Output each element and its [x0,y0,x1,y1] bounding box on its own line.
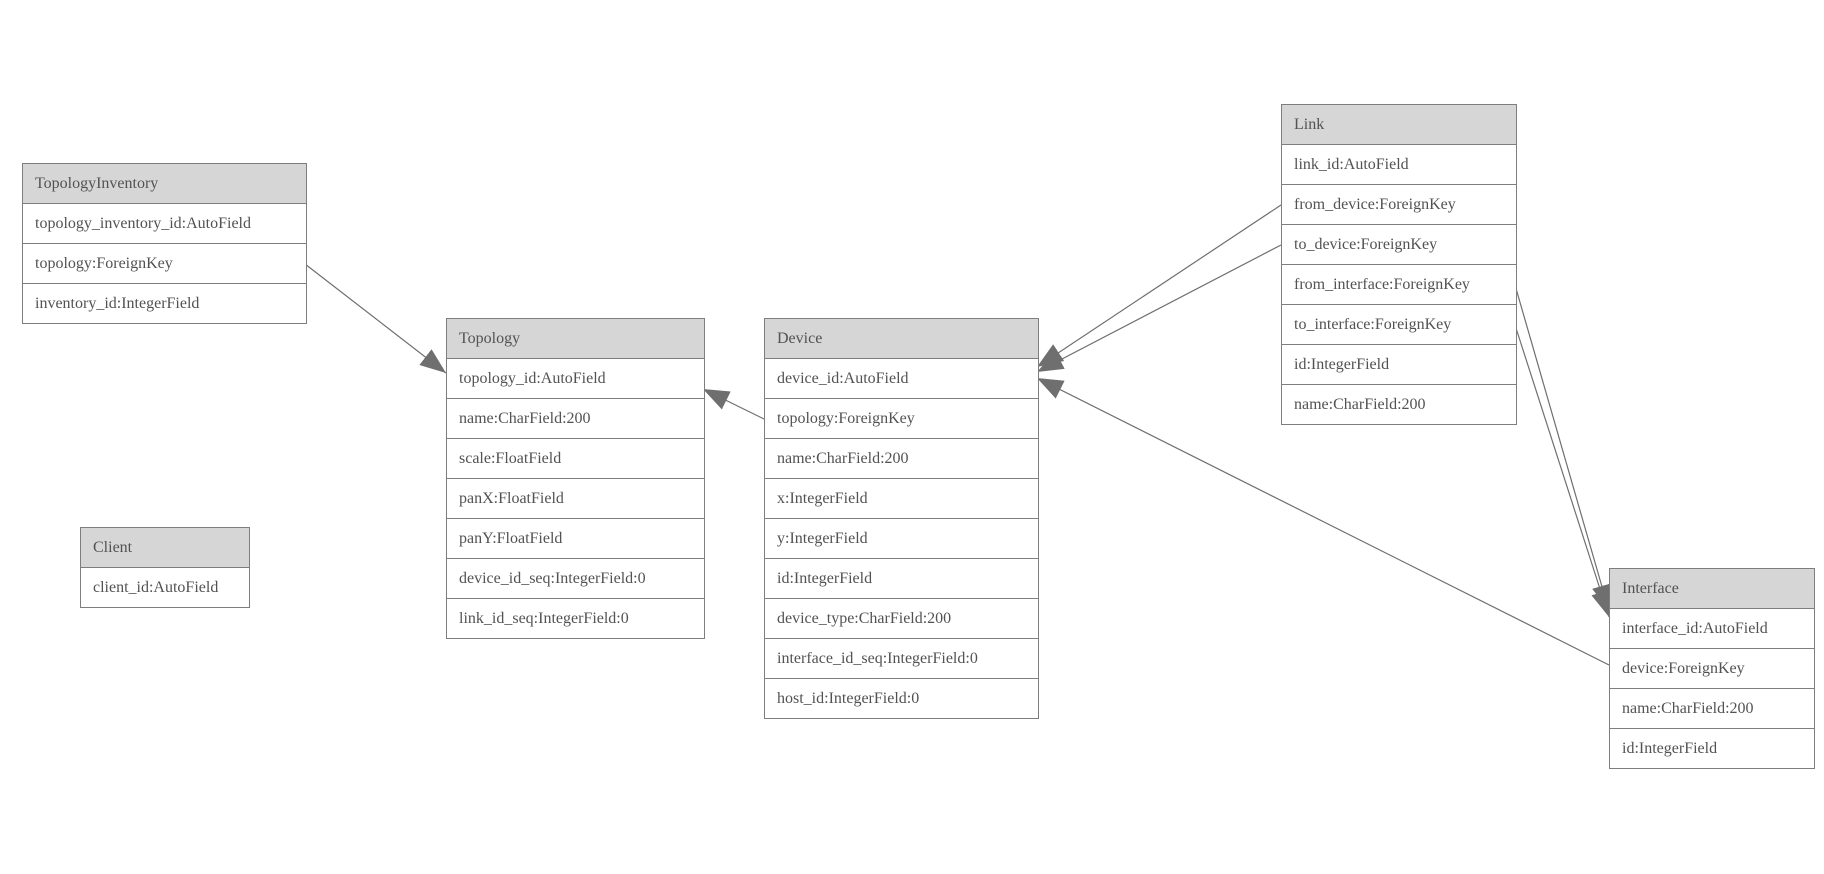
entity-title: Topology [447,319,704,359]
field-row: device_type:CharField:200 [765,599,1038,639]
field-row: name:CharField:200 [765,439,1038,479]
relation-line-interface-device-to-device [1036,377,1610,666]
entity-title: Client [81,528,249,568]
field-row: interface_id:AutoField [1610,609,1814,649]
field-row: scale:FloatField [447,439,704,479]
field-row: client_id:AutoField [81,568,249,607]
field-row: id:IntegerField [1610,729,1814,768]
entity-title: TopologyInventory [23,164,306,204]
relation-line-link-from_device-to-device [1036,204,1282,368]
entity-title: Interface [1610,569,1814,609]
relation-line-topologyinventory-topology-to-topology [304,263,447,374]
relation-line-device-topology-to-topology [702,388,765,420]
entity-topologyinventory: TopologyInventory topology_inventory_id:… [22,163,307,324]
field-row: link_id:AutoField [1282,145,1516,185]
field-row: from_interface:ForeignKey [1282,265,1516,305]
entity-title: Device [765,319,1038,359]
field-row: id:IntegerField [1282,345,1516,385]
field-row: device_id_seq:IntegerField:0 [447,559,704,599]
entity-title: Link [1282,105,1516,145]
field-row: panX:FloatField [447,479,704,519]
field-row: interface_id_seq:IntegerField:0 [765,639,1038,679]
entity-client: Client client_id:AutoField [80,527,250,608]
field-row: topology_inventory_id:AutoField [23,204,306,244]
field-row: to_interface:ForeignKey [1282,305,1516,345]
field-row: topology:ForeignKey [23,244,306,284]
relation-line-link-from_interface-to-interface [1514,284,1612,612]
field-row: name:CharField:200 [1282,385,1516,424]
relation-line-link-to_device-to-device [1036,244,1282,373]
field-row: to_device:ForeignKey [1282,225,1516,265]
field-row: device_id:AutoField [765,359,1038,399]
field-row: device:ForeignKey [1610,649,1814,689]
field-row: name:CharField:200 [447,399,704,439]
relation-line-link-to_interface-to-interface [1514,324,1611,618]
field-row: y:IntegerField [765,519,1038,559]
field-row: name:CharField:200 [1610,689,1814,729]
field-row: inventory_id:IntegerField [23,284,306,323]
field-row: panY:FloatField [447,519,704,559]
field-row: from_device:ForeignKey [1282,185,1516,225]
field-row: topology_id:AutoField [447,359,704,399]
field-row: link_id_seq:IntegerField:0 [447,599,704,638]
field-row: host_id:IntegerField:0 [765,679,1038,718]
field-row: topology:ForeignKey [765,399,1038,439]
entity-fields: client_id:AutoField [81,568,249,607]
field-row: x:IntegerField [765,479,1038,519]
field-row: id:IntegerField [765,559,1038,599]
